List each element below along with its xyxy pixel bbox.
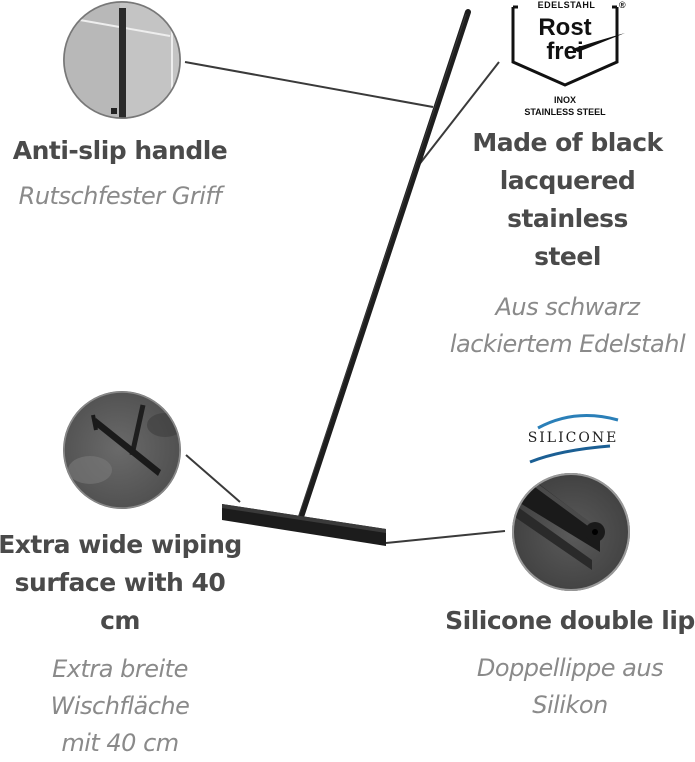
registered-mark: ® [619, 0, 627, 10]
feature-title: Anti-slip handle [12, 136, 228, 165]
feature-stainless-steel: Made of black lacquered stainless steel … [440, 124, 695, 363]
feature-subtitle-line-1: Extra breite [52, 655, 188, 683]
feature-title: Silicone double lip [445, 606, 695, 635]
handle-closeup-circle [63, 1, 181, 119]
feature-title-line-2: lacquered stainless [499, 166, 636, 233]
badge-stainless-steel: STAINLESS STEEL [524, 107, 606, 117]
squeegee [222, 9, 471, 546]
feature-extra-wide: Extra wide wiping surface with 40 cm Ext… [0, 526, 245, 762]
badge-rost: Rost [538, 14, 592, 41]
feature-subtitle-line-2: lackiertem Edelstahl [449, 330, 686, 358]
feature-title-line-1: Made of black [472, 128, 663, 157]
feature-title-line-1: Extra wide wiping [0, 530, 242, 559]
badge-edelstahl-label: EDELSTAHL [537, 0, 596, 10]
badge-frei: frei [546, 38, 584, 65]
leader-lines [184, 61, 506, 544]
silicone-logo-text: SILICONE [527, 430, 619, 446]
silicone-swoosh [529, 414, 619, 464]
feature-title-line-3: steel [534, 242, 601, 271]
feature-subtitle-line-1: Aus schwarz [495, 293, 640, 321]
feature-title-line-2: surface with 40 cm [14, 568, 226, 635]
feature-subtitle-line-2: Wischfläche [50, 692, 190, 720]
silicone-lip-closeup-circle [512, 473, 630, 591]
feature-subtitle-line-1: Doppellippe aus [476, 654, 664, 682]
squeegee-head-closeup-circle [63, 391, 181, 509]
feature-anti-slip-handle: Anti-slip handle Rutschfester Griff [0, 132, 240, 215]
feature-subtitle: Rutschfester Griff [18, 182, 222, 210]
rostfrei-badge-shield [511, 5, 625, 87]
feature-subtitle-line-2: Silikon [532, 691, 608, 719]
feature-subtitle-line-3: mit 40 cm [61, 729, 179, 757]
badge-inox: INOX [553, 95, 576, 105]
product-illustration [63, 1, 630, 591]
feature-silicone-lip: Silicone double lip Doppellippe aus Sili… [440, 602, 695, 724]
